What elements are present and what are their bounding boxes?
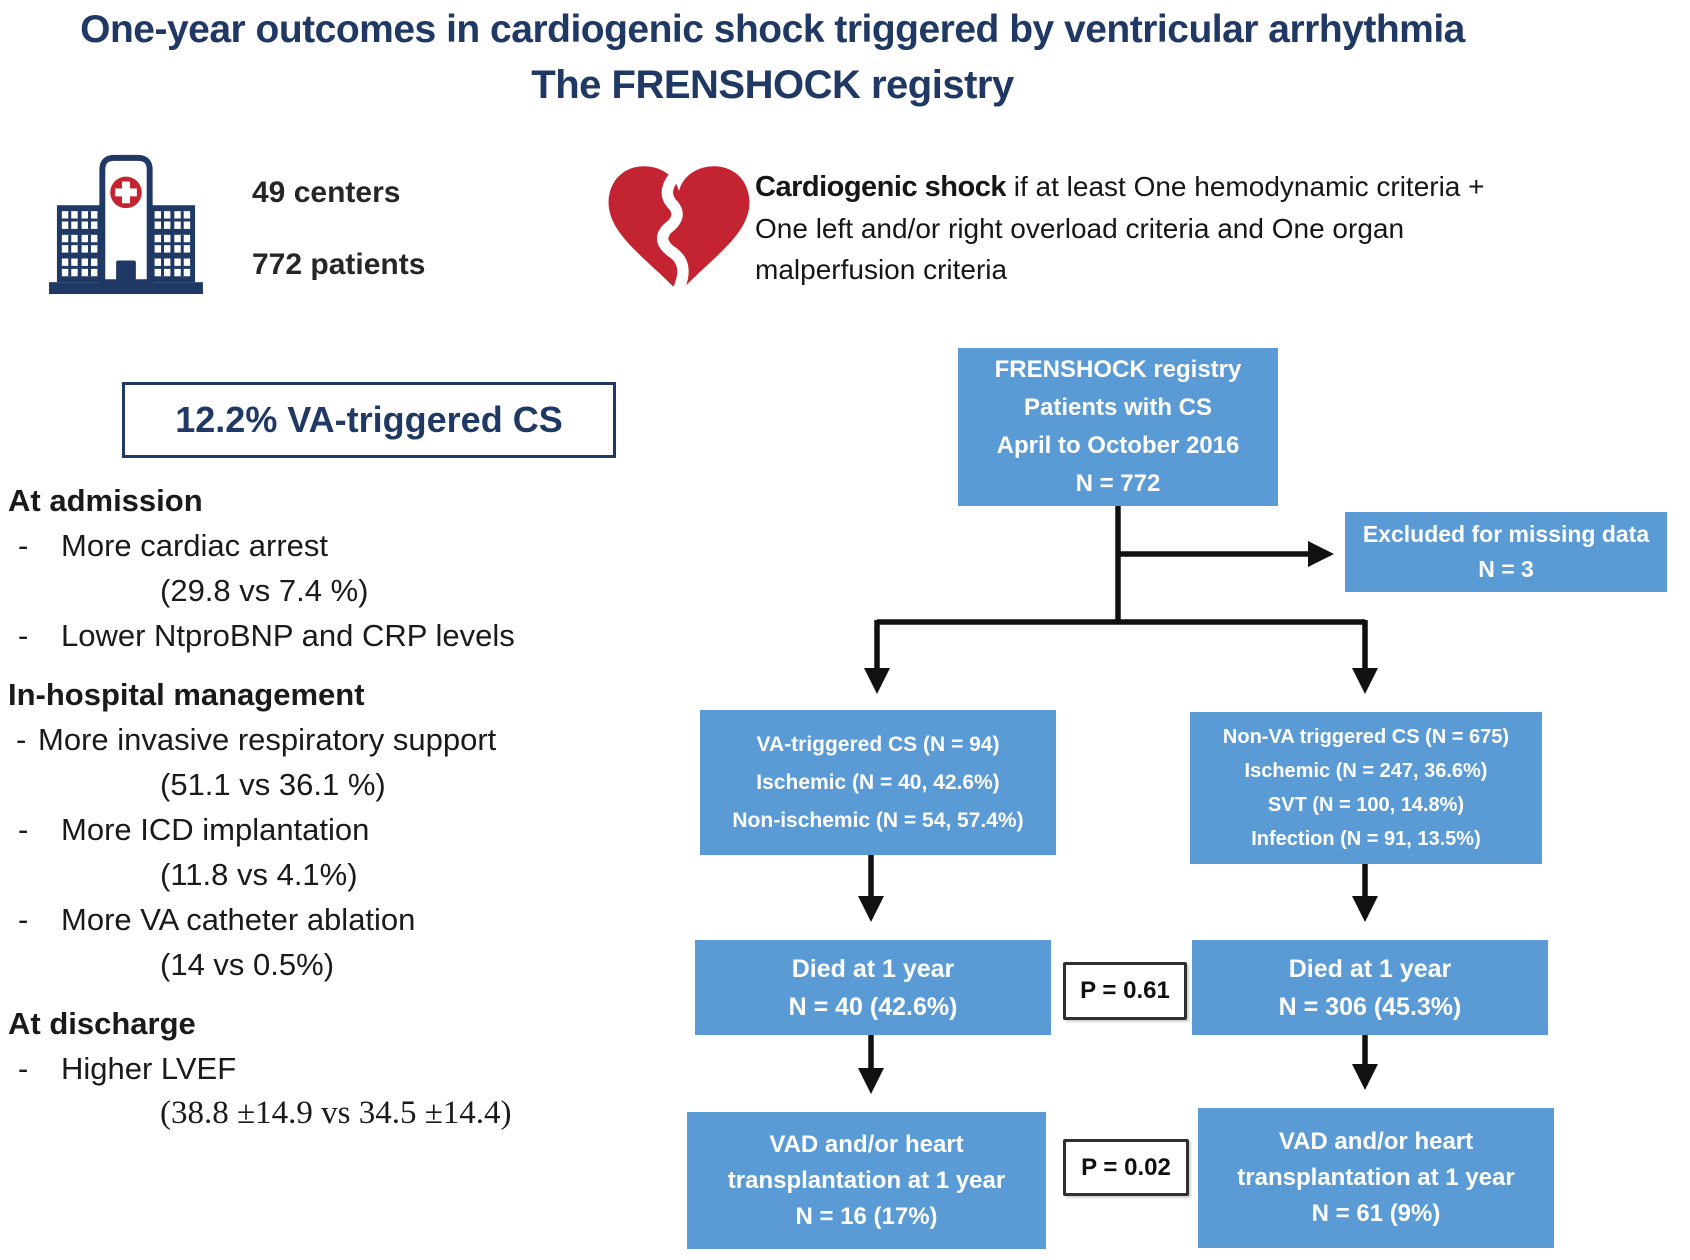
criteria-bold: Cardiogenic shock — [755, 171, 1006, 203]
box-title: VA-triggered CS (N = 94) — [756, 732, 1000, 756]
nonva-triggered-box: Non-VA triggered CS (N = 675) Ischemic (… — [1190, 712, 1542, 864]
finding-text: More VA catheter ablation — [61, 902, 416, 937]
died-nonva-box: Died at 1 year N = 306 (45.3%) — [1192, 940, 1548, 1035]
box-line: N = 40 (42.6%) — [788, 992, 958, 1021]
bullet-dash: - — [18, 528, 29, 563]
box-line: FRENSHOCK registry — [994, 356, 1242, 383]
box-line: VAD and/or heart — [1278, 1128, 1474, 1155]
vad-nonva-box: VAD and/or heart transplantation at 1 ye… — [1198, 1108, 1554, 1248]
finding-bullet: -Higher LVEF — [8, 1046, 638, 1091]
finding-heading-inhospital: In-hospital management — [8, 677, 365, 712]
finding-heading-discharge: At discharge — [8, 1006, 196, 1041]
box-line: Died at 1 year — [791, 954, 955, 983]
registry-box: FRENSHOCK registry Patients with CS Apri… — [958, 348, 1278, 506]
title-line-2: The FRENSHOCK registry — [531, 63, 1014, 107]
box-line: N = 3 — [1478, 556, 1534, 582]
title-line-1: One-year outcomes in cardiogenic shock t… — [80, 8, 1465, 51]
bullet-dash: - — [18, 1051, 29, 1086]
box-line: N = 772 — [1075, 470, 1161, 497]
criteria-line-3: malperfusion criteria — [755, 254, 1008, 285]
finding-text: More cardiac arrest — [61, 528, 329, 563]
died-va-box: Died at 1 year N = 40 (42.6%) — [695, 940, 1051, 1035]
bullet-dash: - — [18, 812, 29, 847]
box-title: Non-VA triggered CS (N = 675) — [1222, 726, 1510, 748]
criteria-line-1: Cardiogenic shock if at least One hemody… — [755, 166, 1585, 208]
finding-value: (51.1 vs 36.1 %) — [160, 767, 386, 802]
bullet-dash: - — [18, 618, 29, 653]
findings-list: At admission -More cardiac arrest (29.8 … — [8, 478, 638, 1136]
hospital-icon — [42, 148, 210, 296]
finding-text: Higher LVEF — [61, 1051, 237, 1086]
box-line: Ischemic (N = 40, 42.6%) — [756, 770, 1000, 794]
finding-text: More invasive respiratory support — [38, 722, 497, 757]
broken-heart-icon — [600, 158, 758, 303]
box-line: transplantation at 1 year — [727, 1166, 1006, 1194]
va-percentage-box: 12.2% VA-triggered CS — [122, 382, 616, 458]
p-value-died-box: P = 0.61 — [1063, 962, 1187, 1020]
box-line: Excluded for missing data — [1362, 521, 1650, 547]
vad-va-box: VAD and/or heart transplantation at 1 ye… — [687, 1112, 1046, 1249]
bullet-dash: - — [18, 902, 29, 937]
box-line: N = 16 (17%) — [795, 1202, 938, 1230]
box-line: N = 61 (9%) — [1311, 1200, 1441, 1227]
finding-bullet: -Lower NtproBNP and CRP levels — [8, 613, 638, 658]
finding-bullet: -More invasive respiratory support — [8, 717, 638, 762]
box-line: transplantation at 1 year — [1237, 1164, 1515, 1191]
page-title: One-year outcomes in cardiogenic shock t… — [0, 6, 1545, 109]
box-line: N = 306 (45.3%) — [1278, 992, 1462, 1021]
criteria-line-1-rest: if at least One hemodynamic criteria + — [1005, 171, 1485, 202]
box-line: SVT (N = 100, 14.8%) — [1267, 794, 1465, 816]
box-line: Ischemic (N = 247, 36.6%) — [1244, 760, 1488, 782]
box-line: Died at 1 year — [1288, 954, 1452, 983]
va-triggered-box: VA-triggered CS (N = 94) Ischemic (N = 4… — [700, 710, 1056, 855]
finding-value: (38.8 ±14.9 vs 34.5 ±14.4) — [160, 1095, 512, 1131]
connector-stem-and-split — [877, 506, 1365, 625]
criteria-line-2: One left and/or right overload criteria … — [755, 213, 1405, 244]
box-line: April to October 2016 — [996, 432, 1240, 459]
bullet-dash: - — [16, 722, 27, 757]
stat-patients: 772 patients — [252, 248, 426, 281]
box-line: Infection (N = 91, 13.5%) — [1251, 828, 1481, 850]
box-line: VAD and/or heart — [769, 1130, 964, 1158]
finding-value: (14 vs 0.5%) — [160, 947, 335, 982]
box-line: Patients with CS — [1023, 394, 1213, 421]
finding-bullet: -More VA catheter ablation — [8, 897, 638, 942]
finding-value: (11.8 vs 4.1%) — [160, 857, 358, 892]
finding-bullet: -More ICD implantation — [8, 807, 638, 852]
box-line: Non-ischemic (N = 54, 57.4%) — [732, 808, 1024, 832]
cs-criteria-text: Cardiogenic shock if at least One hemody… — [755, 166, 1585, 290]
finding-text: Lower NtproBNP and CRP levels — [61, 618, 515, 653]
p-value-vad-box: P = 0.02 — [1063, 1139, 1189, 1196]
stat-centers: 49 centers — [252, 176, 401, 209]
finding-bullet: -More cardiac arrest — [8, 523, 638, 568]
finding-heading-admission: At admission — [8, 483, 203, 518]
finding-text: More ICD implantation — [61, 812, 370, 847]
excluded-box: Excluded for missing data N = 3 — [1345, 512, 1667, 592]
finding-value: (29.8 vs 7.4 %) — [160, 573, 369, 608]
